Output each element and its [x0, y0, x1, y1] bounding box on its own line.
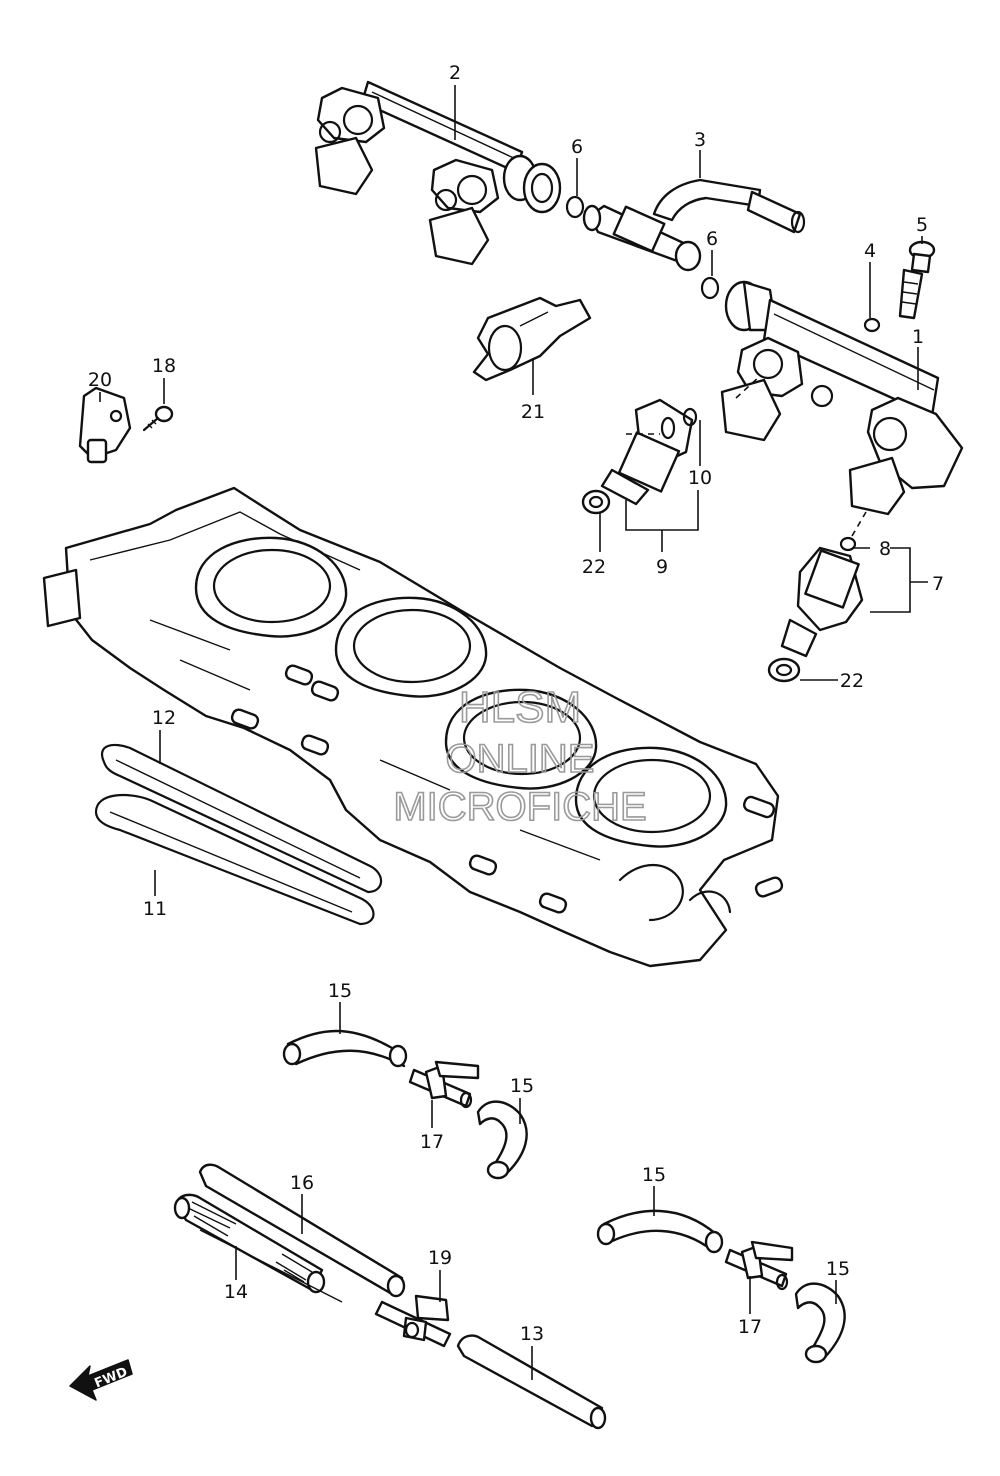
sensor-20 [78, 386, 132, 464]
callout-18: 18 [152, 355, 176, 377]
callout-4: 4 [864, 240, 876, 262]
fwd-arrow-icon: FWD [69, 1359, 133, 1401]
callout-8: 8 [879, 538, 891, 560]
watermark: HLSM ONLINE MICROFICHE [393, 682, 648, 830]
callout-10: 10 [688, 467, 712, 489]
o-ring-10 [682, 407, 698, 427]
callout-15-a: 15 [328, 980, 352, 1002]
callout-19: 19 [428, 1247, 452, 1269]
hose-15-d [794, 1282, 846, 1364]
hose-15-a [282, 1029, 408, 1068]
callout-15-c: 15 [642, 1164, 666, 1186]
callout-21: 21 [521, 401, 545, 423]
hose-15-b [476, 1100, 528, 1180]
callout-16: 16 [290, 1172, 314, 1194]
clamp-21 [472, 296, 592, 382]
fuel-joint-hose [582, 178, 806, 272]
connector-19 [374, 1294, 452, 1348]
seal-22-right [767, 657, 801, 683]
fuel-rail-lower [720, 280, 964, 516]
injector-9 [600, 398, 694, 506]
leader-lines [99, 85, 928, 1380]
filter-14 [173, 1193, 343, 1303]
callout-17-lower: 17 [738, 1316, 762, 1338]
callout-2: 2 [449, 62, 461, 84]
callout-11: 11 [143, 898, 167, 920]
callout-1: 1 [912, 326, 924, 348]
screw-18 [142, 405, 174, 432]
callout-15-b: 15 [510, 1075, 534, 1097]
hose-15-c [596, 1209, 724, 1254]
callout-12: 12 [152, 707, 176, 729]
callout-9: 9 [656, 556, 668, 578]
callout-3: 3 [694, 129, 706, 151]
hose-13 [456, 1334, 607, 1430]
callout-22-right: 22 [840, 670, 864, 692]
callout-14: 14 [224, 1281, 248, 1303]
o-ring-6-lower [700, 276, 720, 300]
callout-17-upper: 17 [420, 1131, 444, 1153]
callout-7: 7 [932, 573, 944, 595]
connector-17-lower [724, 1240, 794, 1291]
throttle-body-assembly [42, 486, 784, 968]
callout-5: 5 [916, 214, 928, 236]
callout-22-left: 22 [582, 556, 606, 578]
callout-labels: 2 6 3 6 5 4 1 18 20 21 10 8 7 22 9 22 12… [88, 62, 944, 1345]
hose-12 [101, 743, 383, 894]
callout-13: 13 [520, 1323, 544, 1345]
callout-6-lower: 6 [706, 228, 718, 250]
bolt-5 [898, 240, 936, 320]
o-ring-6-upper [565, 195, 585, 219]
seal-22-left [581, 489, 611, 515]
watermark-line-1: HLSM [459, 683, 581, 732]
callout-15-d: 15 [826, 1258, 850, 1280]
callout-6-upper: 6 [571, 136, 583, 158]
watermark-line-2: ONLINE [446, 737, 595, 781]
fuel-rail-upper [314, 80, 562, 266]
connector-17-upper [408, 1060, 480, 1109]
callout-20: 20 [88, 369, 112, 391]
injector-7 [780, 536, 864, 658]
washer-4 [863, 317, 881, 333]
hose-11 [94, 794, 375, 926]
watermark-line-3: MICROFICHE [393, 785, 646, 829]
pipe-16 [198, 1163, 406, 1298]
